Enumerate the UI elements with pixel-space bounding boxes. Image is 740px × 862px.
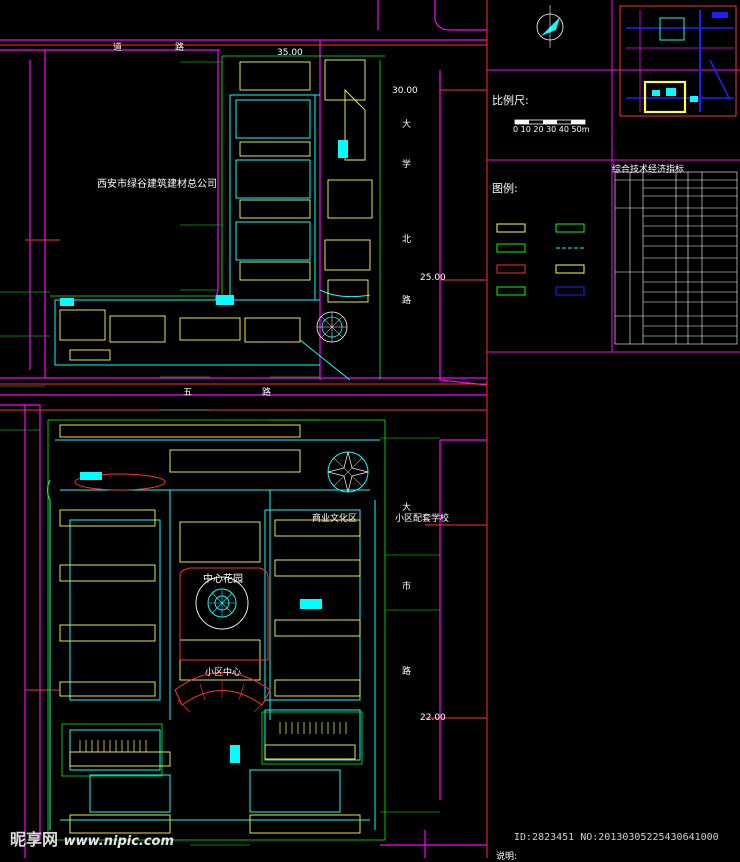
entry-plaza [74, 472, 166, 491]
road-label-mid-2: 路 [262, 388, 272, 398]
parking-lots [79, 722, 347, 752]
tech-table-title: 综合技术经济指标 [612, 165, 685, 175]
buildings-upper [59, 59, 373, 361]
center-label: 小区中心 [205, 668, 242, 678]
road-label-right-1: 大 [402, 120, 412, 130]
north-arrow-icon [536, 5, 564, 48]
road-label-top: 道 [113, 43, 123, 53]
image-id: ID:2823451 NO:20130305225430641000 [514, 832, 719, 843]
internal-roads-lower [47, 439, 380, 830]
road-label-right-lower-2: 市 [402, 582, 412, 592]
road-label-right-2: 学 [402, 160, 412, 170]
central-garden-label: 中心花园 [203, 574, 243, 585]
road-label-right-4: 路 [402, 296, 412, 306]
school-label: 小区配套学校 [395, 514, 450, 524]
dimension-label: 22.00 [420, 713, 446, 723]
buildings-lower [59, 424, 361, 834]
central-garden-plaza [174, 567, 271, 713]
dimension-label: 30.00 [392, 86, 418, 96]
legend-title: 图例: [492, 182, 518, 195]
watermark-brand: 昵享网 [10, 830, 59, 849]
scale-label: 比例尺: [492, 94, 529, 107]
dimension-label: 25.00 [420, 273, 446, 283]
dimension-label: 35.00 [277, 48, 303, 58]
road-label-right-3: 北 [402, 235, 412, 245]
boundary-lines [0, 44, 487, 719]
right-panel-frame [486, 0, 740, 858]
tech-table [614, 171, 738, 345]
legend-box [496, 223, 585, 296]
square-label: 商业文化区 [312, 514, 358, 524]
roundabout-upper [316, 311, 348, 343]
roundabout-lower [327, 451, 369, 493]
green-setbacks-upper [50, 55, 385, 380]
green-setbacks-lower [47, 419, 386, 841]
watermark: 昵享网 www.nipic.com [10, 826, 174, 850]
note-label: 说明: [496, 852, 518, 862]
scale-numbers: 0 10 20 30 40 50m [513, 125, 590, 134]
location-map [619, 5, 737, 117]
internal-roads-upper [54, 94, 371, 381]
facility-markers [60, 140, 348, 763]
road-label-top-2: 路 [175, 43, 185, 53]
watermark-url: www.nipic.com [63, 834, 175, 849]
scale-bar [514, 119, 586, 125]
road-label-mid-1: 五 [183, 388, 193, 398]
road-label-right-lower-3: 路 [402, 667, 412, 677]
road-label-right-lower-1: 大 [402, 503, 412, 513]
company-label: 西安市绿谷建筑建材总公司 [97, 179, 217, 190]
coordinate-callouts [0, 61, 440, 846]
road-network [0, 0, 488, 858]
